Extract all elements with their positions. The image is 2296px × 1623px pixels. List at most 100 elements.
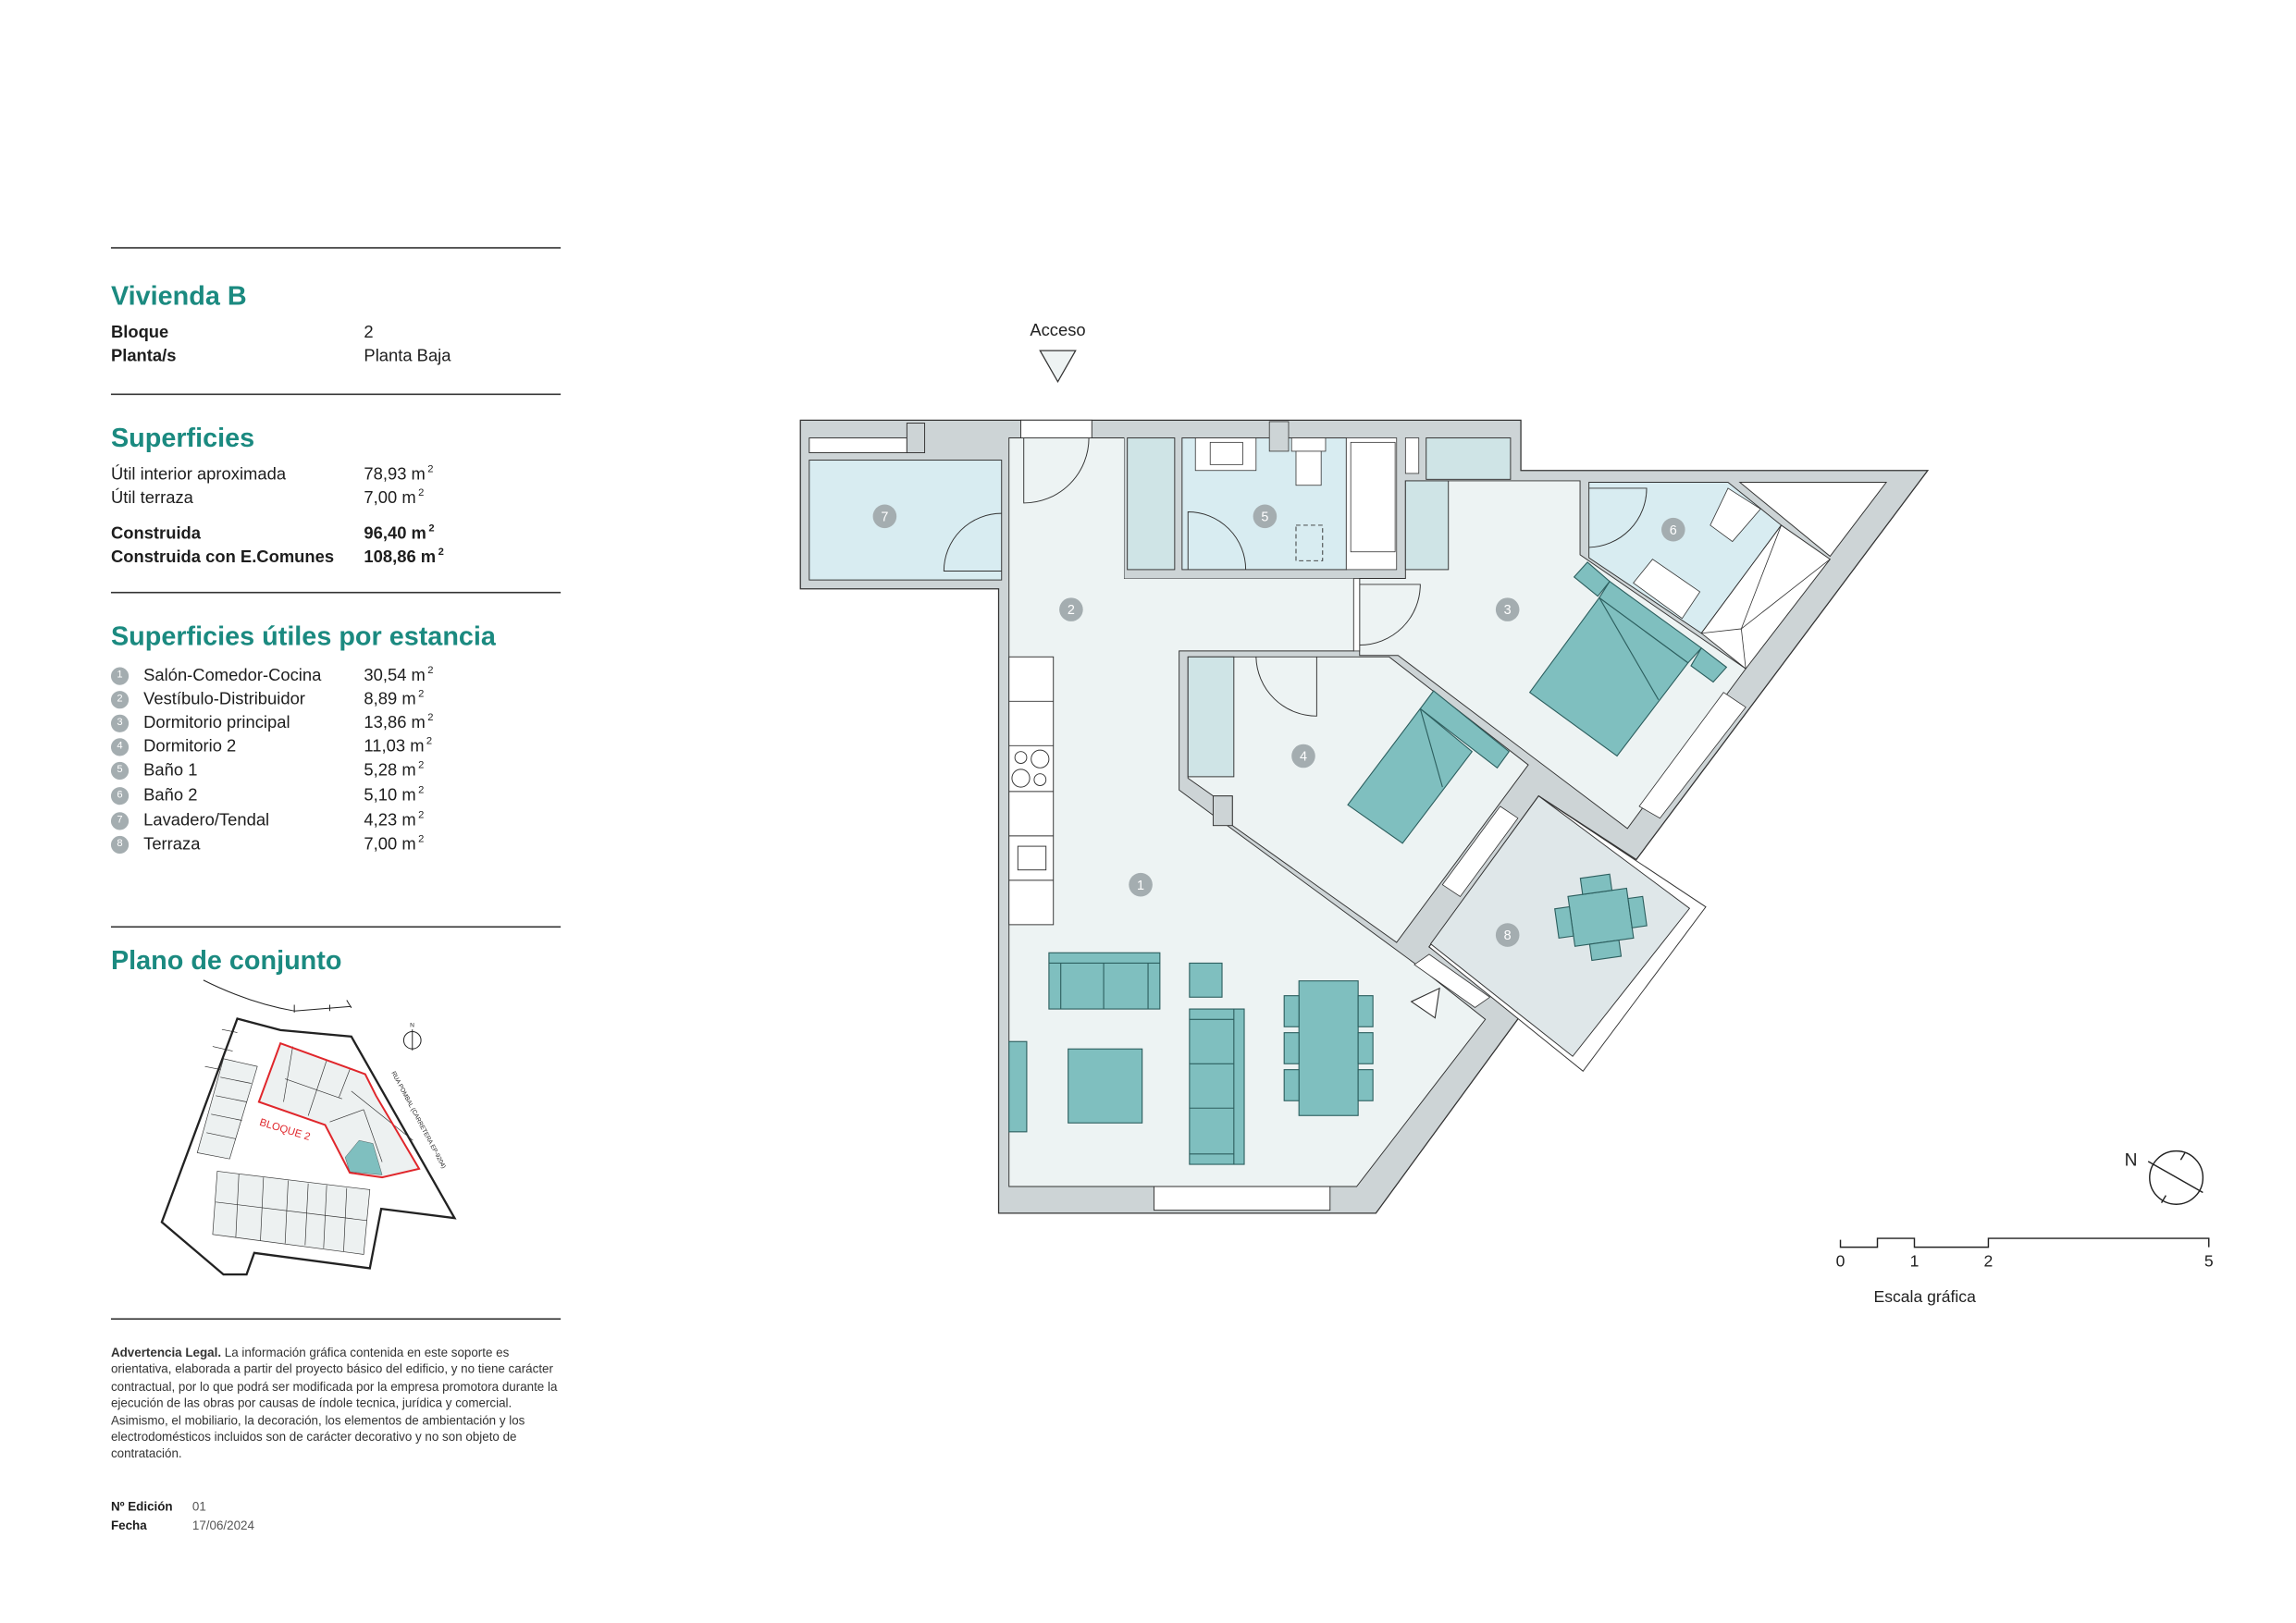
site-block-2: BLOQUE 2: [257, 1041, 421, 1179]
room-number-label: 4: [1300, 750, 1307, 765]
room-number-marker: [1129, 872, 1153, 897]
room-lavadero: [809, 460, 1003, 581]
room-number-label: 8: [1504, 928, 1512, 943]
scale-tick-label: 2: [1984, 1251, 1994, 1270]
dining-table: [1298, 980, 1359, 1116]
view-marker-icon: [1410, 987, 1440, 1019]
room-number-marker: [1495, 597, 1520, 621]
divider: [110, 1318, 562, 1321]
room-number-badge: 5: [110, 761, 130, 781]
bed: [1347, 707, 1474, 844]
coffee-table: [1068, 1048, 1143, 1124]
room-number-marker: [1495, 923, 1520, 947]
scale-bar: 0 1 2 5 Escala gráfica: [1836, 1237, 2214, 1306]
estancias-title: Superficies útiles por estancia: [110, 621, 496, 651]
fecha-label: Fecha: [110, 1518, 147, 1533]
scale-title: Escala gráfica: [1873, 1287, 1976, 1306]
entry-arrow-icon: [1039, 350, 1077, 384]
scale-tick-label: 1: [1910, 1251, 1920, 1270]
bloque-label: Bloque: [110, 324, 169, 342]
divider: [110, 591, 562, 594]
plano-conjunto-title: Plano de conjunto: [110, 945, 342, 976]
surface-label: Útil interior aproximada: [110, 465, 287, 485]
divider: [110, 247, 562, 249]
planta-value: Planta Baja: [364, 347, 451, 366]
bloque-value: 2: [364, 324, 374, 342]
room-number-marker: [1253, 504, 1278, 529]
ottoman: [1189, 962, 1223, 998]
room-name: Terraza: [143, 835, 201, 855]
room-number-badge: 1: [110, 667, 130, 685]
room-number-badge: 7: [110, 812, 130, 830]
divider: [110, 393, 562, 396]
sofa: [1189, 1008, 1245, 1165]
site-north-icon: N: [402, 1023, 422, 1051]
acceso-label: Acceso: [1030, 320, 1085, 339]
edicion-label: Nº Edición: [110, 1498, 173, 1514]
room-name: Salón-Comedor-Cocina: [143, 667, 322, 685]
scale-tick-label: 5: [2204, 1251, 2214, 1270]
room-number-label: 2: [1068, 603, 1075, 618]
superficies-title: Superficies: [110, 423, 255, 453]
room-number-badge: 8: [110, 835, 130, 855]
svg-text:N: N: [2125, 1151, 2138, 1171]
room-number-marker: [872, 504, 897, 529]
page-title: Vivienda B: [110, 280, 247, 311]
room-name: Vestíbulo-Distribuidor: [143, 691, 305, 709]
room-name: Dormitorio principal: [143, 714, 290, 732]
block-label: BLOQUE 2: [258, 1117, 312, 1143]
room-number-label: 3: [1504, 603, 1512, 618]
room-number-label: 7: [881, 510, 888, 524]
room-number-badge: 3: [110, 714, 130, 732]
legal-heading: Advertencia Legal.: [110, 1345, 222, 1360]
room-number-marker: [1291, 744, 1315, 768]
surface-label: Útil terraza: [110, 489, 193, 508]
window: [1153, 1186, 1331, 1211]
furniture: [1008, 561, 1728, 1165]
planta-label: Planta/s: [110, 347, 177, 366]
site-building-left: [196, 1058, 258, 1160]
room-number-label: 5: [1261, 510, 1268, 524]
svg-text:N: N: [410, 1023, 414, 1029]
room-number-label: 6: [1670, 523, 1677, 538]
north-arrow-icon: N: [2125, 1150, 2204, 1205]
room-number-badge: 4: [110, 738, 130, 756]
terrace-table: [1567, 887, 1635, 947]
tv-unit: [1008, 1040, 1028, 1133]
divider: [110, 926, 562, 928]
room-name: Baño 2: [143, 787, 198, 805]
sofa: [1048, 952, 1161, 1010]
room-number-label: 1: [1137, 879, 1144, 893]
legal-text: La información gráfica contenida en este…: [110, 1345, 558, 1461]
fecha-value: 17/06/2024: [191, 1518, 254, 1533]
room-number-marker: [1059, 597, 1083, 621]
legal-notice: Advertencia Legal. La información gráfic…: [111, 1345, 558, 1463]
site-plan: BLOQUE 2 RUA POMBAL (CARRETERA EP-9204) …: [160, 979, 457, 1276]
site-building-bottom: [212, 1171, 371, 1255]
room-name: Baño 1: [143, 761, 198, 781]
site-boundary: [160, 1017, 457, 1276]
edicion-value: 01: [191, 1498, 206, 1514]
floor-plan: Acceso: [799, 320, 1930, 1214]
